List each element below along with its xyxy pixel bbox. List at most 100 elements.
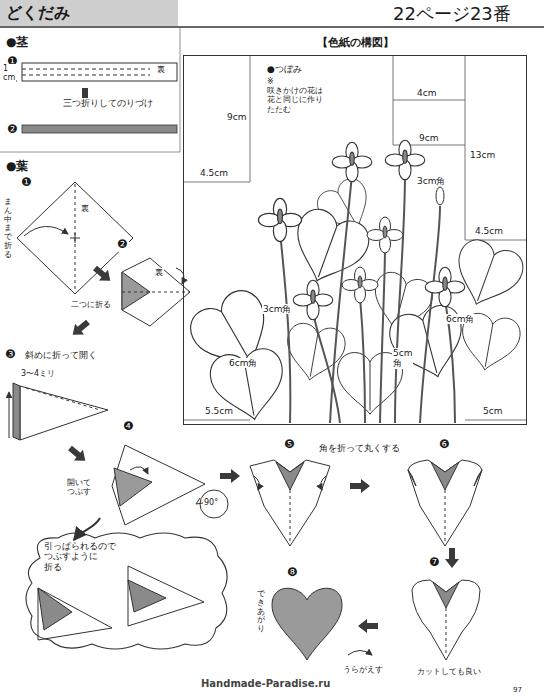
folded-flap bbox=[122, 272, 150, 310]
paper-square bbox=[17, 182, 133, 294]
instruction: まん中まで折る bbox=[3, 198, 13, 260]
paper-side: 裏 bbox=[80, 204, 90, 213]
instruction: うらがえす bbox=[342, 665, 384, 674]
finished-leaf bbox=[272, 588, 342, 660]
stems bbox=[280, 172, 455, 423]
leaf-step-2 bbox=[122, 258, 190, 326]
leaf-step-6 bbox=[408, 460, 482, 546]
finished-note: できあがり bbox=[256, 590, 266, 634]
header-rule bbox=[0, 26, 544, 28]
leaf-step-3 bbox=[9, 383, 108, 440]
bud bbox=[436, 187, 444, 205]
instruction: 斜めに折って開く bbox=[24, 350, 98, 360]
column-rule bbox=[180, 28, 181, 152]
fold-arrow bbox=[321, 476, 326, 490]
fold-arrow bbox=[9, 392, 10, 438]
step-arrow bbox=[91, 263, 115, 287]
flowers bbox=[258, 140, 464, 320]
dimension: 9cm bbox=[418, 133, 439, 143]
fold-line bbox=[445, 490, 446, 542]
rotate-symbol bbox=[200, 490, 228, 518]
dimension: 3〜4ミリ bbox=[20, 369, 56, 378]
detail-paper bbox=[128, 566, 204, 626]
paper-size: 3cm角 bbox=[262, 304, 292, 314]
dimension: 4.5cm bbox=[199, 168, 229, 178]
leaf-step-1 bbox=[17, 182, 133, 294]
section-heading: ●茎 bbox=[5, 36, 29, 50]
step-arrow bbox=[358, 619, 378, 633]
rotate-angle: 90° bbox=[203, 498, 219, 507]
leaf-step-7 bbox=[412, 580, 480, 660]
flower bbox=[293, 280, 333, 320]
flower bbox=[385, 140, 425, 180]
folded-flap bbox=[13, 383, 20, 440]
paper-size: 6cm角 bbox=[445, 314, 475, 324]
step-arrow bbox=[66, 443, 90, 467]
instruction: 二つに折る bbox=[70, 300, 112, 309]
step-number: ❹ bbox=[122, 420, 135, 434]
dimension: 1 cm bbox=[2, 64, 16, 82]
flower bbox=[367, 217, 403, 253]
step-number: ❶ bbox=[20, 176, 33, 190]
folded-paper bbox=[112, 445, 205, 525]
dimension: 4.5cm bbox=[474, 226, 504, 236]
fold-line bbox=[290, 490, 291, 542]
step-number: ❽ bbox=[286, 566, 299, 580]
step-number: ❸ bbox=[4, 348, 17, 362]
cloud-detail bbox=[38, 566, 204, 640]
paper-size: 3cm角 bbox=[416, 176, 446, 186]
turn-over-symbol bbox=[348, 651, 372, 656]
callout-note: 引っぱられるので つぶすように 折る bbox=[44, 541, 116, 572]
watermark: Handmade-Paradise.ru bbox=[200, 678, 331, 690]
page-reference: 22ページ23番 bbox=[392, 4, 512, 25]
detail-flap bbox=[128, 580, 166, 612]
step-number: ❼ bbox=[428, 556, 441, 570]
fold-arrow bbox=[254, 476, 259, 490]
folded-stem bbox=[22, 125, 177, 133]
fold-arrow bbox=[24, 226, 68, 236]
page-number: 97 bbox=[512, 686, 523, 694]
leaf-step-5 bbox=[250, 460, 330, 546]
stem-step-1 bbox=[14, 63, 177, 81]
dimension: 13cm bbox=[469, 150, 496, 160]
fold-line bbox=[22, 69, 150, 70]
paper-size: 6cm角 bbox=[228, 358, 258, 368]
part-heading: ●つぼみ bbox=[266, 64, 303, 74]
page-title: どくだみ bbox=[6, 3, 70, 24]
step-number: ❻ bbox=[438, 438, 451, 452]
frame-heading: 【色紙の構図】 bbox=[184, 37, 526, 50]
step-number: ❷ bbox=[6, 123, 19, 137]
flower bbox=[425, 267, 465, 307]
section-rule bbox=[0, 152, 180, 153]
dimension: 9cm bbox=[226, 112, 247, 122]
paper-side: 裏 bbox=[156, 65, 166, 74]
fold-arrow bbox=[130, 467, 148, 474]
instruction: 角を折って丸くする bbox=[318, 443, 401, 453]
paper-side: 裏 bbox=[154, 268, 164, 277]
instruction: 開いて つぶす bbox=[66, 478, 92, 496]
leaves bbox=[183, 174, 528, 426]
detail-cloud: 引っぱられるので つぶすように 折る bbox=[20, 528, 235, 653]
step-number: ❷ bbox=[116, 238, 129, 252]
folded-paper bbox=[250, 460, 330, 546]
step-arrow bbox=[350, 479, 370, 493]
composition-frame: 【色紙の構図】 bbox=[183, 55, 527, 425]
folded-paper bbox=[412, 580, 480, 660]
fold-line bbox=[22, 75, 150, 76]
step-arrow bbox=[445, 548, 459, 568]
center-mark bbox=[70, 233, 80, 243]
folded-paper bbox=[408, 460, 482, 546]
step-arrow bbox=[68, 317, 92, 341]
squash-flap bbox=[114, 468, 152, 506]
dimension: 4cm bbox=[416, 88, 437, 98]
cloud-path bbox=[26, 533, 227, 649]
paper-size: 5cm 角 bbox=[392, 348, 413, 369]
fold-line bbox=[122, 292, 190, 293]
detail-paper bbox=[38, 588, 112, 640]
detail-flap bbox=[38, 588, 72, 630]
instruction: 三つ折りしてのりづけ bbox=[62, 98, 154, 108]
section-heading: ●葉 bbox=[5, 160, 29, 174]
step-arrow bbox=[220, 469, 240, 483]
instruction: カットしても良い bbox=[416, 667, 482, 676]
note: ※咲きかけの花は 花と同じに作り たたむ bbox=[266, 77, 324, 114]
